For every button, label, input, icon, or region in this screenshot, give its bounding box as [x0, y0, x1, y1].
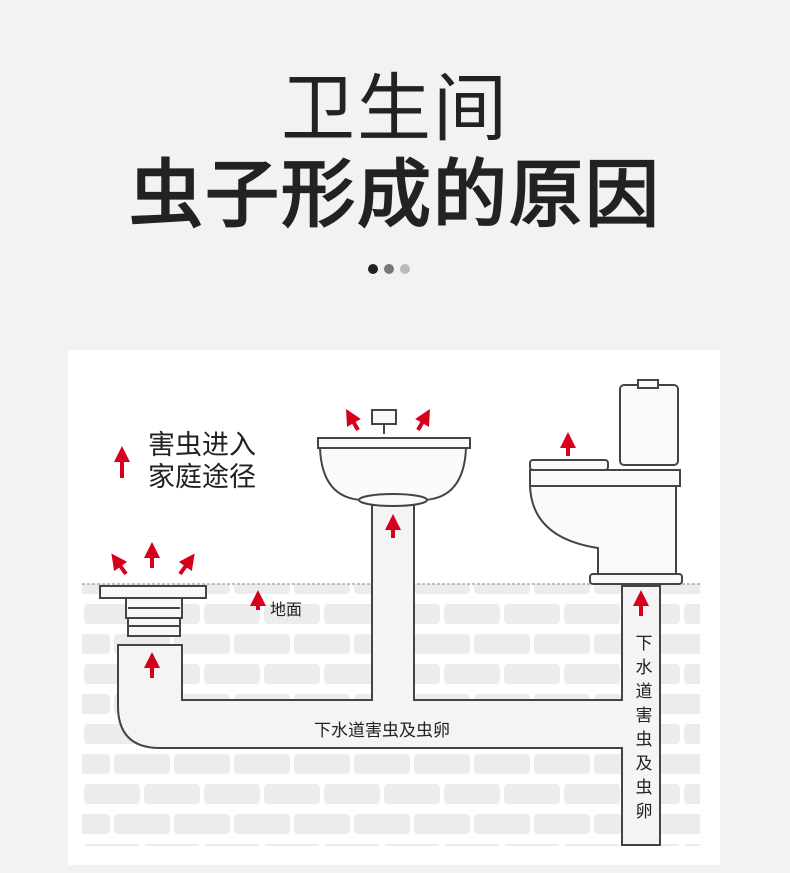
carousel-dot-2[interactable] [384, 264, 394, 274]
horizontal-pipe-label: 下水道害虫及虫卵 [314, 721, 450, 741]
sink [317, 409, 471, 507]
red-arrows [111, 409, 649, 678]
ground-label: 地面 [270, 600, 303, 619]
legend-line1: 害虫进入 [148, 430, 256, 461]
carousel-dots [368, 264, 410, 274]
sink-arrow-right [415, 409, 430, 431]
sink-arrow-left [346, 409, 361, 431]
floor-drain [99, 585, 207, 637]
page-title-line1: 卫生间 [281, 66, 509, 152]
vertical-pipe-label: 下水道害虫及虫卵 [635, 634, 653, 822]
legend-line2: 家庭途径 [148, 462, 256, 493]
page-title-line2: 虫子形成的原因 [129, 152, 661, 238]
carousel-dot-1[interactable] [368, 264, 378, 274]
carousel-dot-3[interactable] [400, 264, 410, 274]
drain-arrow-right [178, 553, 195, 576]
legend-text: 害虫进入 家庭途径 [148, 430, 256, 494]
drain-arrow-left [111, 553, 128, 576]
toilet [528, 379, 683, 585]
